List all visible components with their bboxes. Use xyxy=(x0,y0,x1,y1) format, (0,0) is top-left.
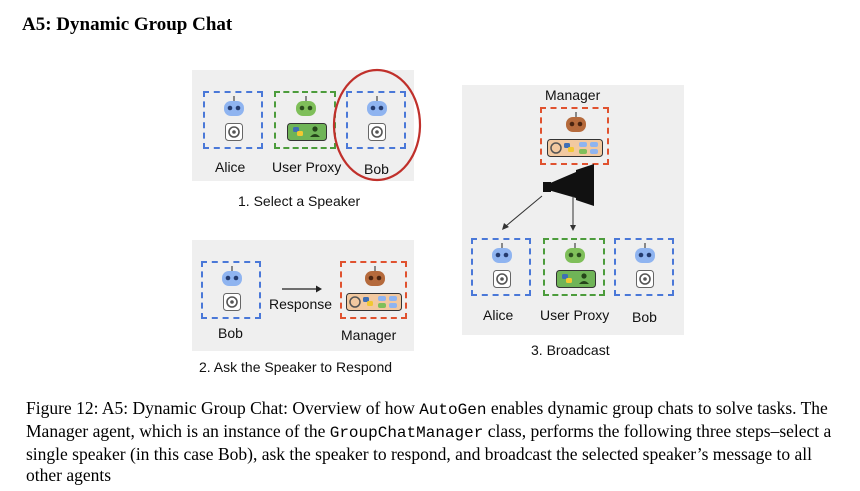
agent-label-alice-step3: Alice xyxy=(483,307,514,323)
figure-caption: Figure 12: A5: Dynamic Group Chat: Overv… xyxy=(26,398,850,486)
openai-icon xyxy=(225,123,243,141)
robot-icon xyxy=(365,266,385,286)
caption-text-3: class, performs the following three step… xyxy=(26,421,832,485)
caption-code-autogen: AutoGen xyxy=(419,401,487,419)
bob-speaker-box xyxy=(201,261,261,319)
selection-circle xyxy=(332,68,422,182)
robot-icon xyxy=(492,243,512,263)
openai-icon xyxy=(493,270,511,288)
openai-icon xyxy=(636,270,654,288)
caption-text-2: enables dynamic group chats to solve tas… xyxy=(26,398,828,441)
agent-label-bob-step3: Bob xyxy=(632,309,657,325)
alice-agent-box xyxy=(203,91,263,149)
response-label: Response xyxy=(269,296,333,312)
section-heading: A5: Dynamic Group Chat xyxy=(22,14,233,35)
robot-icon xyxy=(296,96,316,116)
megaphone-icon xyxy=(543,164,594,206)
step1-caption: 1. Select a Speaker xyxy=(238,193,361,209)
openai-icon xyxy=(368,123,386,141)
user-proxy-agent-box xyxy=(274,91,336,149)
step2-caption: 2. Ask the Speaker to Respond xyxy=(199,359,393,375)
response-arrow xyxy=(282,285,322,293)
broadcast-arrows xyxy=(502,195,576,231)
figure-label: Figure 12: xyxy=(26,398,99,418)
agent-label-alice: Alice xyxy=(215,159,246,175)
user-proxy-agent-box-step3 xyxy=(543,238,605,296)
tools-strip-icon xyxy=(346,293,402,311)
bob-agent-box xyxy=(346,91,406,149)
caption-text-1: A5: Dynamic Group Chat: Overview of how xyxy=(98,398,420,418)
robot-icon xyxy=(224,96,244,116)
agent-label-user-proxy-step3: User Proxy xyxy=(540,307,610,323)
manager-box-step2 xyxy=(340,261,407,319)
manager-box-step3 xyxy=(540,107,609,165)
robot-icon xyxy=(565,243,585,263)
alice-agent-box-step3 xyxy=(471,238,531,296)
manager-label-step3: Manager xyxy=(545,87,601,103)
agent-label-bob: Bob xyxy=(364,161,389,177)
openai-icon xyxy=(223,293,241,311)
speaker-label-bob: Bob xyxy=(218,325,243,341)
robot-icon xyxy=(367,96,387,116)
python-icon xyxy=(287,123,327,141)
python-icon xyxy=(556,270,596,288)
step3-caption: 3. Broadcast xyxy=(531,342,610,358)
robot-icon xyxy=(635,243,655,263)
robot-icon xyxy=(222,266,242,286)
bob-agent-box-step3 xyxy=(614,238,674,296)
caption-code-groupchatmanager: GroupChatManager xyxy=(329,424,484,442)
robot-icon xyxy=(566,112,586,132)
manager-label-step2: Manager xyxy=(341,327,397,343)
tools-strip-icon xyxy=(547,139,603,157)
agent-label-user-proxy: User Proxy xyxy=(272,159,342,175)
